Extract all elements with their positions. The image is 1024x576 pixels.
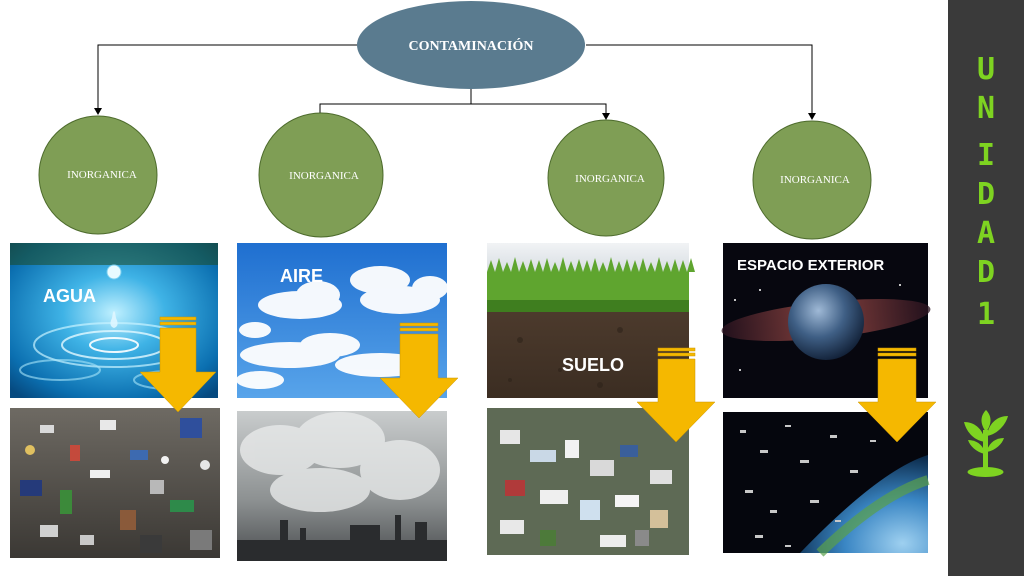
concept-map: CONTAMINACIÓN INORGANICA INORGANICA INOR… (10, 1, 937, 561)
sky-photo: AIRE (236, 243, 448, 398)
node-3: INORGANICA (547, 119, 665, 237)
sprout-icon (964, 410, 1008, 477)
air-label: AIRE (280, 266, 323, 286)
unit-letter: D (976, 177, 996, 212)
space-label: ESPACIO EXTERIOR (737, 257, 884, 274)
node-4-label: INORGANICA (780, 174, 850, 186)
water-label: AGUA (43, 286, 96, 306)
connectors (97, 44, 813, 113)
soil-label: SUELO (562, 355, 624, 375)
unit-letter: N (976, 91, 996, 126)
soil-pollution-photo (487, 408, 689, 555)
root-label: CONTAMINACIÓN (409, 37, 534, 54)
arrow-down-icon (857, 347, 937, 443)
unit-letter: 1 (976, 297, 996, 332)
node-1: INORGANICA (38, 115, 158, 235)
arrow-down-icon (379, 322, 459, 419)
arrows (139, 316, 937, 443)
unit-letter: U (976, 52, 996, 87)
node-2: INORGANICA (258, 112, 384, 238)
unit-letter: A (976, 216, 996, 251)
soil-photo: SUELO (487, 243, 695, 398)
unit-letter: I (976, 138, 996, 173)
water-pollution-photo (10, 408, 220, 558)
arrow-down-icon (139, 316, 217, 413)
node-3-label: INORGANICA (575, 173, 645, 185)
node-1-label: INORGANICA (67, 169, 137, 181)
arrow-down-icon (636, 347, 716, 443)
connector-arrowheads (94, 108, 816, 120)
side-panel: U N I D A D 1 (948, 0, 1024, 576)
node-4: INORGANICA (752, 120, 872, 240)
air-pollution-photo (237, 411, 447, 561)
unit-letter: D (976, 255, 996, 290)
root-node: CONTAMINACIÓN (357, 1, 585, 89)
node-2-label: INORGANICA (289, 170, 359, 182)
